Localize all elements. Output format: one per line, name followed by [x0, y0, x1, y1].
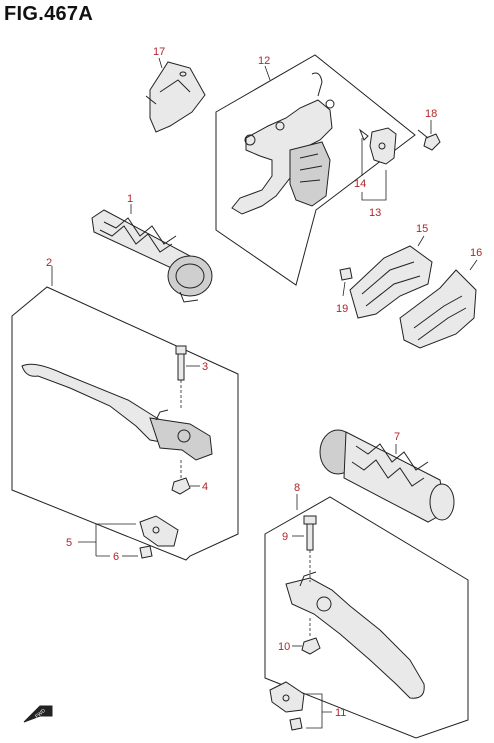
- leader-12: [264, 65, 271, 81]
- leader-5: [78, 523, 136, 557]
- callout-14: 14: [354, 178, 366, 190]
- callout-18: 18: [425, 108, 437, 120]
- callout-16: 16: [470, 247, 482, 259]
- part-9-pivot-bolt[interactable]: [303, 515, 317, 582]
- assembly-box-2: [11, 286, 239, 561]
- part-4-nut[interactable]: [171, 460, 191, 495]
- part-10-nut[interactable]: [301, 618, 321, 655]
- leader-16: [469, 259, 478, 271]
- part-3-pivot-bolt[interactable]: [175, 345, 187, 410]
- callout-6: 6: [113, 551, 119, 563]
- part-11-brake-switch[interactable]: [269, 681, 305, 731]
- leader-15: [417, 235, 425, 247]
- part-12-switch-assembly[interactable]: [231, 72, 335, 215]
- callout-13: 13: [369, 207, 381, 219]
- callout-4: 4: [202, 481, 208, 493]
- part-1-throttle-grip[interactable]: [91, 209, 213, 303]
- callout-1: 1: [127, 193, 133, 205]
- figure-title: FIG.467A: [4, 3, 94, 25]
- leader-11: [306, 693, 332, 729]
- callout-3: 3: [202, 361, 208, 373]
- part-19-screw[interactable]: [339, 267, 353, 281]
- part-5-clutch-switch[interactable]: [139, 515, 179, 547]
- part-16-hand-guard-outer[interactable]: [399, 269, 477, 349]
- leader-19: [342, 281, 346, 297]
- leader-13-14: [361, 138, 387, 201]
- part-17-bracket-cover[interactable]: [145, 61, 206, 133]
- part-15-hand-guard-inner[interactable]: [349, 245, 433, 319]
- callout-7: 7: [394, 431, 400, 443]
- callout-11: 11: [335, 707, 346, 719]
- callout-2: 2: [46, 257, 52, 269]
- callout-17: 17: [153, 46, 165, 58]
- callout-9: 9: [282, 531, 288, 543]
- assembly-box-8: [264, 496, 469, 739]
- part-14-switch-bracket[interactable]: [358, 127, 397, 165]
- callout-12: 12: [258, 55, 270, 67]
- part-2-left-lever[interactable]: [21, 363, 213, 461]
- front-indicator-arrow: FWD: [23, 705, 53, 723]
- callout-19: 19: [336, 303, 348, 315]
- assembly-box-12: [215, 54, 416, 286]
- part-7-right-grip[interactable]: [319, 429, 455, 523]
- part-18-screw[interactable]: [417, 129, 441, 151]
- leader-17: [158, 57, 163, 69]
- callout-10: 10: [278, 641, 290, 653]
- part-8-right-lever[interactable]: [285, 571, 425, 699]
- callout-5: 5: [66, 537, 72, 549]
- part-6-screw[interactable]: [139, 545, 153, 559]
- callout-8: 8: [294, 482, 300, 494]
- callout-15: 15: [416, 223, 428, 235]
